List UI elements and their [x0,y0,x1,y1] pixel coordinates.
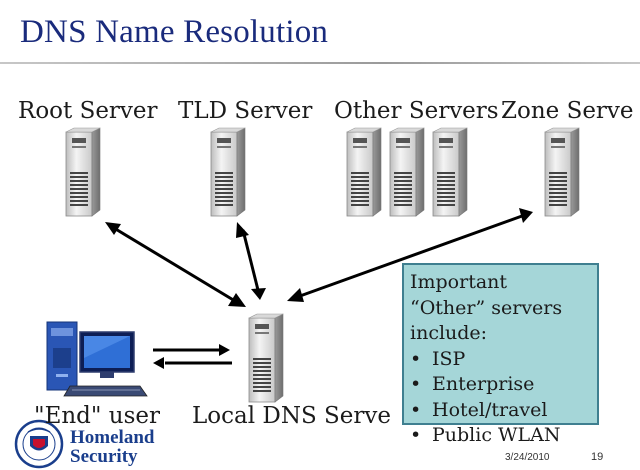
zone-server-label: Zone Serve [501,98,634,124]
computer-icon [46,321,148,397]
arrow-tld-local [241,229,260,291]
arrowhead [287,288,304,302]
callout-item: Enterprise [410,372,562,398]
other-server-icon-3 [432,127,468,217]
callout-line: include: [410,322,488,344]
callout-item: Hotel/travel [410,398,562,424]
local-dns-server-label: Local DNS Serve [192,403,391,429]
callout-list: ISP Enterprise Hotel/travel Public WLAN [410,347,562,449]
arrow-zone-local [299,214,523,298]
homeland-security-logo: Homeland Security [70,428,154,466]
logo-line-2: Security [70,446,138,467]
local-dns-server-icon [248,313,284,403]
root-server-label: Root Server [18,98,158,124]
tld-server-icon [210,127,246,217]
zone-server-icon [544,127,580,217]
slide-date: 3/24/2010 [505,452,550,463]
other-server-icon-2 [389,127,425,217]
callout-line: “Other” servers [410,296,563,319]
arrowhead [105,222,121,235]
title-divider [0,62,640,64]
arrowhead [236,222,249,238]
tld-server-label: TLD Server [178,98,313,124]
other-servers-label: Other Servers [334,98,499,124]
arrowhead [153,357,164,369]
query-arrows [113,214,523,365]
root-server-icon [65,127,101,217]
arrowhead [251,288,266,300]
slide-title: DNS Name Resolution [20,14,329,50]
logo-line-1: Homeland [70,427,155,448]
end-user-label: "End" user [34,403,161,429]
dhs-seal-icon [14,419,64,469]
arrowhead [219,344,230,356]
arrow-root-local [113,226,236,303]
callout-item: ISP [410,347,562,373]
callout-item: Public WLAN [410,423,562,449]
other-server-icon-1 [346,127,382,217]
arrowhead [228,293,246,307]
callout-text: Important “Other” servers include: ISP E… [410,270,562,449]
page-number: 19 [591,451,604,463]
callout-line: Important [410,271,508,293]
arrowhead [519,208,533,223]
